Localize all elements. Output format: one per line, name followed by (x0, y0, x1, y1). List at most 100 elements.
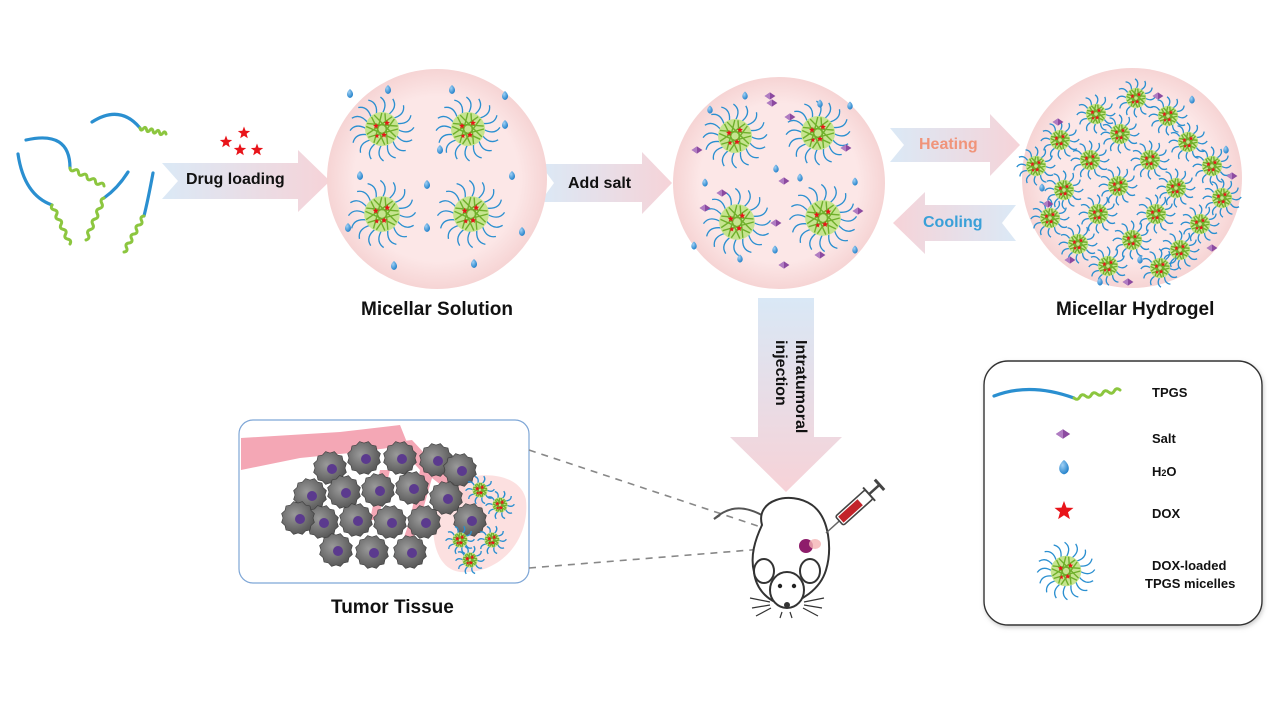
dox-star (1188, 135, 1194, 141)
micelle (1016, 146, 1056, 186)
cell-nucleus (327, 464, 337, 474)
dox-star (1072, 239, 1077, 245)
dox-star (461, 207, 468, 214)
micelle (1202, 178, 1242, 218)
tumor-cell (429, 481, 463, 515)
dox-star (467, 131, 473, 138)
dox-star (490, 540, 496, 545)
dox-star (495, 506, 500, 510)
micelle (465, 475, 495, 505)
micelle (1156, 168, 1196, 208)
legend-micelles-label-line1: DOX-loaded (1152, 558, 1227, 573)
tumor-cell (373, 505, 407, 539)
micelle (1192, 146, 1232, 186)
dox-star (372, 207, 379, 214)
dox-star (1174, 245, 1179, 251)
dox-star (1144, 155, 1149, 161)
cell-nucleus (397, 454, 407, 464)
dox-star (454, 536, 460, 541)
cell-nucleus (387, 518, 397, 528)
drug-loading-label: Drug loading (186, 171, 285, 188)
dox-star (1058, 141, 1064, 146)
dox-star (469, 216, 477, 223)
dox-star (1088, 161, 1094, 166)
dox-star (1058, 185, 1063, 191)
dox-star (1174, 189, 1180, 194)
dox-star (1155, 270, 1159, 274)
dox-star (1103, 268, 1107, 272)
dox-stars-group (219, 126, 264, 156)
water-drop (852, 245, 858, 254)
dox-star (815, 222, 821, 228)
heating-label: Heating (919, 136, 978, 153)
tumor-cell (319, 533, 353, 567)
dox-star (1178, 251, 1184, 256)
dox-star (1059, 575, 1064, 580)
dox-star (237, 126, 251, 139)
micellar-hydrogel-content (1016, 78, 1242, 288)
micelle (1078, 194, 1118, 234)
micelle (1058, 224, 1098, 264)
dox-star (373, 122, 379, 129)
dox-star (381, 131, 387, 138)
water-drop (502, 91, 508, 100)
legend-tpgs-label: TPGS (1152, 385, 1188, 400)
micelle (1076, 94, 1116, 134)
dox-star (727, 215, 734, 222)
water-drop (797, 173, 803, 182)
micelle (1036, 541, 1096, 601)
legend-panel (983, 360, 1263, 626)
cell-nucleus (407, 548, 417, 558)
dox-star (459, 534, 465, 540)
dox-star (1090, 153, 1096, 159)
dox-star (469, 554, 475, 560)
water-drop (391, 261, 397, 270)
dox-star (1150, 209, 1155, 215)
dox-star (459, 122, 465, 129)
dox-star (1130, 93, 1135, 99)
dox-star (1127, 242, 1131, 246)
dox-star (1044, 213, 1049, 219)
cell-nucleus (307, 491, 317, 501)
dox-star (1091, 116, 1095, 120)
tumor-cell (407, 505, 441, 539)
dox-star (1096, 107, 1102, 113)
dox-star (1130, 241, 1136, 246)
syringe-icon (825, 478, 886, 534)
dox-star (1148, 161, 1154, 166)
dox-star (1171, 190, 1175, 194)
micellar-solution-content (345, 85, 525, 270)
micelle (445, 525, 475, 555)
dox-star (1207, 168, 1211, 172)
tumor-cell (339, 503, 373, 537)
micelle (1044, 170, 1084, 210)
dox-star (250, 143, 264, 156)
dox-star (1118, 135, 1124, 140)
dox-star (1220, 199, 1226, 204)
micelle (1040, 120, 1080, 160)
heating-arrow (890, 114, 1020, 176)
dox-star (726, 129, 732, 136)
salt-solution-content (691, 91, 864, 269)
dox-star (1217, 200, 1221, 204)
dox-star (1176, 181, 1182, 187)
micelle (702, 103, 768, 169)
dox-star (1132, 233, 1138, 239)
dox-star (1222, 191, 1228, 197)
cell-nucleus (295, 514, 305, 524)
water-drop (1039, 183, 1045, 192)
dox-star (463, 218, 469, 224)
dox-star (1116, 187, 1122, 192)
water-drop (424, 180, 430, 189)
micelle (1098, 166, 1138, 206)
dox-star (1045, 220, 1049, 224)
dox-star (734, 138, 740, 145)
dox-star (1166, 117, 1172, 122)
dox-star (499, 499, 505, 505)
micelle (1160, 230, 1200, 270)
dox-star (1054, 501, 1074, 520)
tumor-cell (347, 441, 381, 475)
dox-star (479, 484, 485, 490)
dox-star (1183, 144, 1187, 148)
free-tpgs-chains (16, 112, 168, 254)
